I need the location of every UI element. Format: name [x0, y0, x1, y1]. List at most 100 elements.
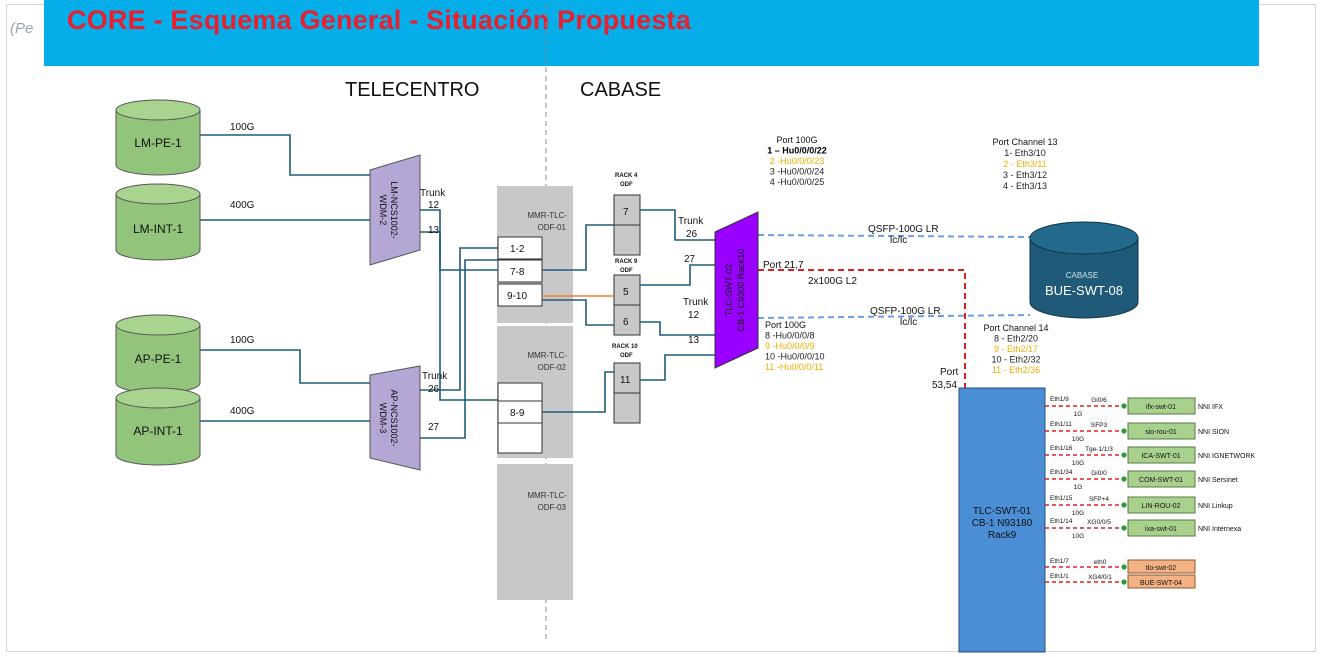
local-eth-label: Eth1/1: [1050, 573, 1069, 580]
nni-port-dot: [1121, 403, 1127, 409]
local-device-label: BUE-SWT-04: [1140, 580, 1182, 587]
port-block-line: 1 – Hu0/0/0/22: [767, 146, 827, 156]
trunk-number: 27: [684, 254, 696, 265]
port-block-line: 2 -Hu0/0/0/23: [770, 156, 825, 166]
nni-name-label: NNI Internexa: [1198, 526, 1241, 533]
nni-device-box: [1127, 422, 1196, 440]
nni-device-label: ifx-swt-01: [1146, 404, 1176, 411]
port-53-54-label2: 53,54: [932, 380, 957, 391]
link-100g-label: 100G: [230, 335, 255, 346]
tlc-swt-01-label2: CB-1 N93180: [972, 518, 1033, 529]
port-block-line: 9 -Hu0/0/0/9: [765, 341, 815, 351]
nni-port-dot: [1121, 428, 1127, 434]
odf-port-label: 7-8: [510, 267, 525, 278]
trunk-number: 13: [688, 335, 700, 346]
nni-device-label: ICA-SWT-01: [1141, 453, 1180, 460]
link-400g-label: 400G: [230, 200, 255, 211]
odf-port-box: [497, 422, 543, 454]
port-block-line: 3 - Eth3/12: [1003, 170, 1047, 180]
qsfp-top-label2: lc/lc: [890, 235, 907, 246]
nni-speed-label: 10G: [1072, 436, 1084, 443]
link-400g-label: 400G: [230, 406, 255, 417]
trunk-number: 26: [686, 229, 698, 240]
svg-text:BUE-SWT-08: BUE-SWT-08: [1045, 283, 1123, 298]
nni-speed-label: 10G: [1072, 533, 1084, 540]
truncated-label: (Pe: [10, 20, 34, 37]
trunk-number: 27: [428, 422, 440, 433]
cylinder-ap-pe: AP-PE-1: [115, 314, 201, 394]
qsfp-bot-label: QSFP-100G LR: [870, 306, 941, 317]
cylinder-lm-pe: LM-PE-1: [115, 99, 201, 176]
local-port-label: eth0: [1094, 559, 1107, 566]
nni-name-label: NNI IGNETWORK: [1198, 453, 1255, 460]
l2-link: [758, 269, 966, 388]
local-device-box: [1127, 559, 1196, 574]
trunk-label: Trunk: [683, 297, 709, 308]
port-block-line: 4 -Hu0/0/0/25: [770, 177, 825, 187]
odf-03-label: MMR-TLC-ODF-03: [527, 491, 567, 512]
local-device-box: [1127, 574, 1196, 589]
fiber-links-left: [200, 134, 715, 439]
odf-port-box: [497, 283, 543, 307]
odf-port-label: 9-10: [507, 291, 527, 302]
local-port-label: XG4/0/1: [1088, 574, 1112, 581]
svg-text:AP-INT-1: AP-INT-1: [133, 424, 183, 438]
port-53-54-label: Port: [940, 367, 959, 378]
port-block-line: 3 -Hu0/0/0/24: [770, 167, 825, 177]
local-device-label: tlo-swt-02: [1146, 565, 1176, 572]
port-channel-14: Port Channel 148 - Eth2/209 - Eth2/1710 …: [983, 323, 1048, 375]
trunk-label: Trunk: [422, 371, 448, 382]
nni-speed-label: 10G: [1072, 460, 1084, 467]
port-block-line: 2 - Eth3/11: [1003, 159, 1046, 169]
cylinder-ap-int: AP-INT-1: [115, 387, 201, 466]
local-port-dot: [1121, 579, 1127, 585]
cylinder-lm-int: LM-INT-1: [115, 183, 201, 261]
nni-port-dot: [1121, 452, 1127, 458]
qsfp-top-label: QSFP-100G LR: [868, 224, 939, 235]
nni-eth-label: Eth1/16: [1050, 445, 1073, 452]
rack-port-label: 7: [623, 207, 629, 218]
cabase-database: CABASE BUE-SWT-08: [1029, 221, 1139, 319]
port-block-line: 8 -Hu0/0/0/8: [765, 331, 815, 341]
trunk-number: 13: [428, 225, 440, 236]
nni-eth-label: Eth1/9: [1050, 396, 1069, 403]
qsfp-link-top: [757, 234, 1031, 238]
trunk-number: 12: [688, 310, 700, 321]
odf-port-box: [497, 382, 543, 402]
rack-port-label: 11: [620, 375, 631, 386]
odf-port-label: 8-9: [510, 408, 525, 419]
nni-eth-label: Eth1/34: [1050, 469, 1073, 476]
port-21-7-label: Port 21,7: [763, 260, 804, 271]
nni-device-box: [1127, 496, 1196, 514]
port-block-line: 10 -Hu0/0/0/10: [765, 352, 825, 362]
l2-label: 2x100G L2: [808, 276, 857, 287]
nni-device-label: COM-SWT-01: [1139, 477, 1183, 484]
trunk-number: 26: [428, 384, 440, 395]
nni-port-label: SFP+4: [1089, 496, 1109, 503]
odf-01-label: MMR-TLC-ODF-01: [527, 211, 567, 232]
svg-text:AP-PE-1: AP-PE-1: [135, 352, 182, 366]
nni-device-box: [1127, 446, 1196, 464]
page-title: CORE - Esquema General - Situación Propu…: [67, 5, 691, 35]
wdm-3-device: [369, 365, 421, 471]
svg-text:CABASE: CABASE: [1066, 271, 1098, 280]
wdm-3-label: AP-NCS1002-WDM-3: [378, 389, 399, 446]
title-banner: [44, 0, 1259, 66]
port-block-header: Port Channel 14: [983, 323, 1048, 333]
site-label-telecentro: TELECENTRO: [345, 79, 479, 101]
port-block-line: 1- Eth3/10: [1004, 148, 1046, 158]
nni-speed-label: 1G: [1074, 411, 1083, 418]
nni-port-dot: [1121, 476, 1127, 482]
link-100g-label: 100G: [230, 122, 255, 133]
nni-eth-label: Eth1/15: [1050, 495, 1073, 502]
port-channel-13: Port Channel 131- Eth3/102 - Eth3/113 - …: [992, 137, 1057, 191]
nni-port-dot: [1121, 525, 1127, 531]
nni-name-label: NNI IFX: [1198, 404, 1223, 411]
wdm-2-label: LM-NCS1002-WDM-2: [378, 181, 399, 239]
port-block-line: 4 - Eth3/13: [1003, 181, 1047, 191]
